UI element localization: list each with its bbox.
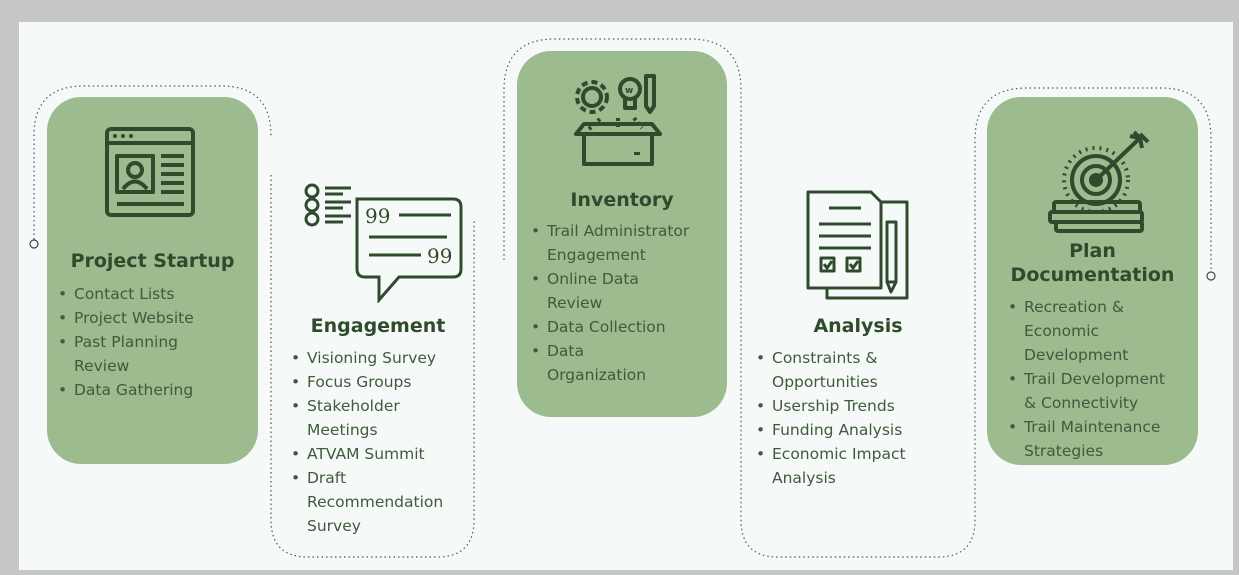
connector-start-dot — [29, 239, 39, 249]
step-title-plan-documentation: Plan Documentation — [1010, 240, 1175, 286]
profile-webpage-icon — [105, 127, 195, 217]
list-item: Visioning Survey — [291, 346, 471, 370]
list-item: Project Website — [58, 306, 253, 330]
list-item: Data Collection — [531, 315, 725, 339]
target-books-icon — [1048, 130, 1150, 233]
list-item: Usership Trends — [756, 394, 966, 418]
step-list-inventory: Trail Administrator EngagementOnline Dat… — [531, 219, 725, 387]
connector-end-dot — [1206, 271, 1216, 281]
ideas-box-icon: w — [574, 74, 662, 166]
connector-engagement — [270, 175, 475, 558]
svg-text:99: 99 — [365, 204, 390, 228]
svg-text:99: 99 — [427, 244, 452, 268]
list-item: Data Gathering — [58, 378, 253, 402]
list-item: Online Data Review — [531, 267, 725, 315]
list-item: Constraints & Opportunities — [756, 346, 966, 394]
list-item: Data Organization — [531, 339, 725, 387]
list-item: Contact Lists — [58, 282, 253, 306]
svg-text:w: w — [625, 86, 633, 96]
step-title-inventory: Inventory — [570, 189, 674, 211]
step-list-plan-documentation: Recreation & Economic DevelopmentTrail D… — [1008, 295, 1198, 463]
step-title-project-startup: Project Startup — [70, 250, 235, 272]
feedback-speech-bubble-icon: 99 99 — [304, 183, 463, 303]
step-list-project-startup: Contact ListsProject WebsitePast Plannin… — [58, 282, 253, 402]
list-item: Stakeholder Meetings — [291, 394, 471, 442]
list-item: ATVAM Summit — [291, 442, 471, 466]
list-item: Trail Maintenance Strategies — [1008, 415, 1198, 463]
step-list-engagement: Visioning SurveyFocus GroupsStakeholder … — [291, 346, 471, 538]
step-title-analysis: Analysis — [813, 315, 903, 337]
connector-inventory — [503, 38, 1212, 558]
list-item: Economic Impact Analysis — [756, 442, 966, 490]
list-item: Trail Administrator Engagement — [531, 219, 725, 267]
list-item: Trail Development & Connectivity — [1008, 367, 1198, 415]
step-list-analysis: Constraints & OpportunitiesUsership Tren… — [756, 346, 966, 490]
checklist-document-icon — [806, 190, 909, 300]
list-item: Recreation & Economic Development — [1008, 295, 1198, 367]
list-item: Draft Recommendation Survey — [291, 466, 471, 538]
list-item: Funding Analysis — [756, 418, 966, 442]
connector-startup — [33, 85, 272, 244]
step-title-engagement: Engagement — [310, 315, 446, 337]
list-item: Focus Groups — [291, 370, 471, 394]
list-item: Past Planning Review — [58, 330, 253, 378]
